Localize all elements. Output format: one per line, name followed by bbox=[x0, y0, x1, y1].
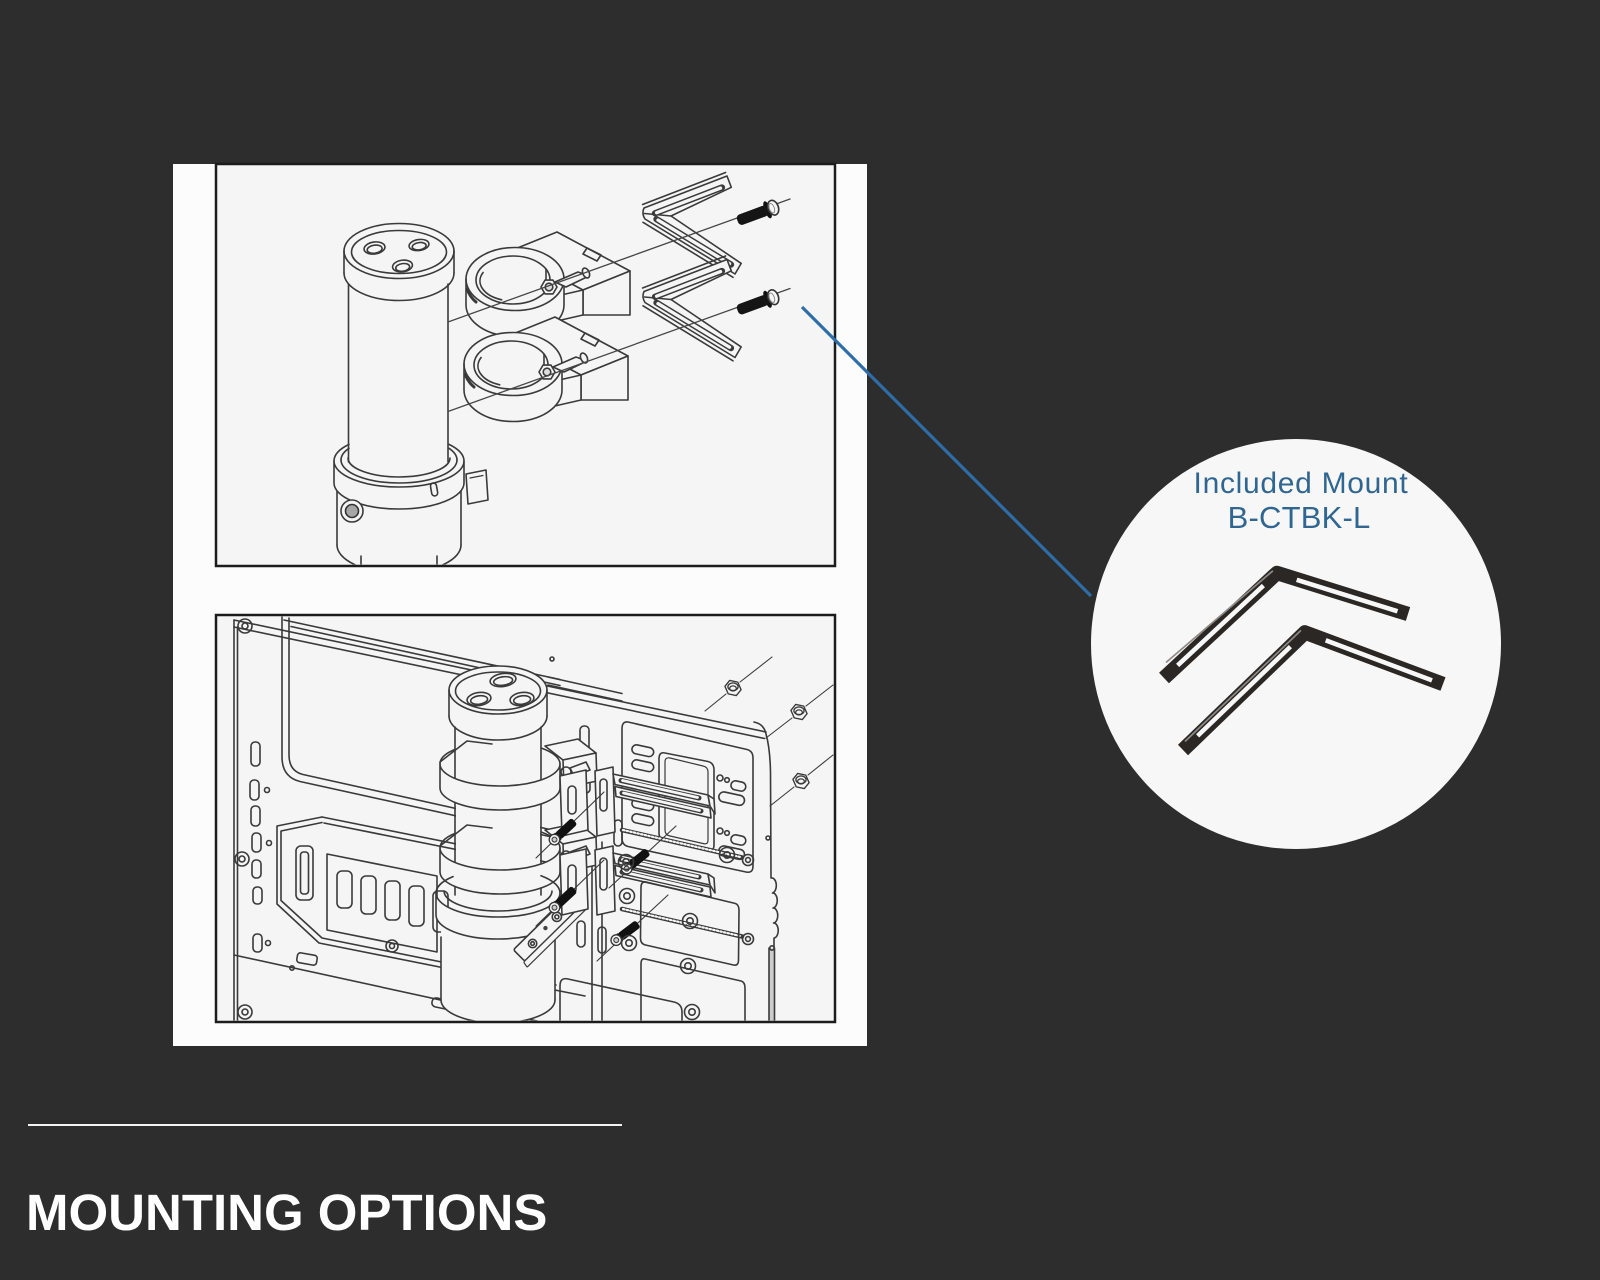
svg-text:B-CTBK-L: B-CTBK-L bbox=[1228, 500, 1371, 535]
svg-text:MOUNTING OPTIONS: MOUNTING OPTIONS bbox=[26, 1184, 547, 1241]
svg-text:Included Mount: Included Mount bbox=[1194, 467, 1409, 500]
